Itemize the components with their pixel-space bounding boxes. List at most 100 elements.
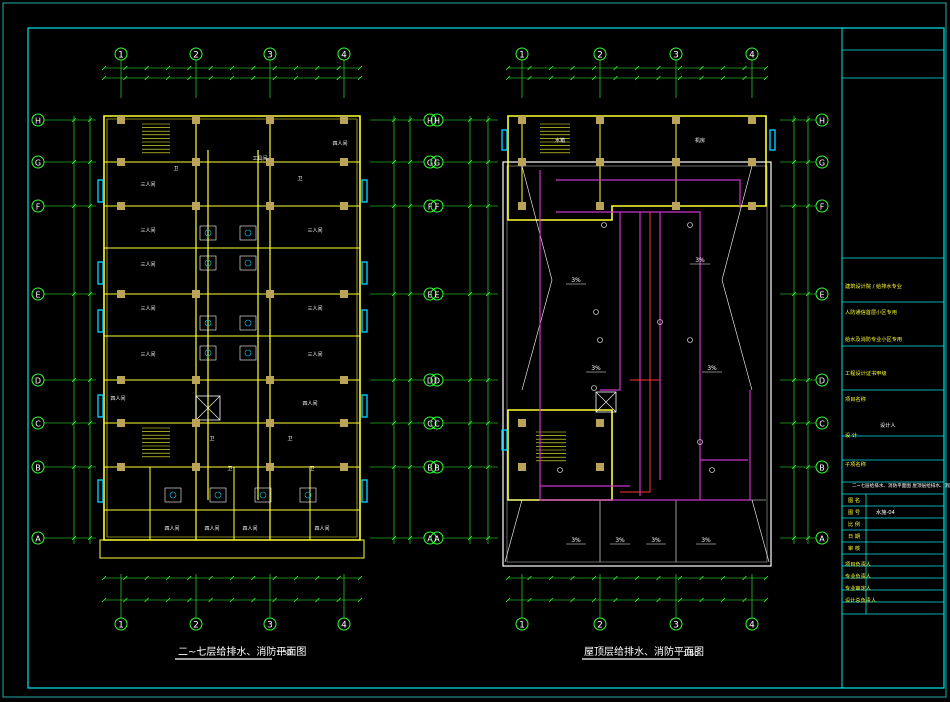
bathroom-fixture [239,225,257,241]
axis-letter: C [427,420,433,429]
window [97,479,104,503]
dimension-tick [391,117,397,123]
room-label: 四人间 [302,400,317,407]
axis-letter: B [35,464,41,473]
dimension-tick [548,575,554,581]
bathroom-fixture [199,345,217,361]
dimension-tick [591,575,597,581]
dimension-tick [71,420,77,426]
dimension-tick [467,420,473,426]
dimension-tick [357,575,363,581]
dimension-tick [144,575,149,581]
structural-column [672,202,680,210]
structural-column [192,116,200,124]
room-label: 三人间 [140,305,155,312]
structural-column [340,376,348,384]
axis-letter: F [435,203,440,212]
title-block: 建筑设计院 / 给排水专业人防通信首层小区专用给水及消防专业小区专用工程设计证书… [842,49,950,615]
dimension-tick [391,291,397,297]
pipe-riser [687,337,693,343]
structural-column [117,376,125,384]
axis-number: 4 [749,621,755,631]
room-label: 三人间 [140,261,155,268]
dimension-tick [208,65,213,71]
dimension-tick [634,575,640,581]
dimension-tick [407,203,413,209]
structural-column [672,158,680,166]
structural-column [266,290,274,298]
dimension-tick [293,75,299,81]
bathroom-fixture [199,315,217,331]
dimension-tick [71,117,77,123]
plumbing-fixture [244,319,252,327]
dimension-tick [527,575,532,581]
dimension-tick [634,597,640,603]
structural-column [518,419,526,427]
roof-ridge-line [521,165,553,281]
elevator-shaft [595,391,617,413]
structural-column [340,202,348,210]
title-block-row: 项目负责人 [845,560,871,568]
dimension-tick [548,65,554,71]
room-label: 三人间 [140,227,155,234]
right-plan-scale: 1:50 [683,650,699,658]
dimension-tick [101,575,107,581]
room-label: 机房 [695,137,705,144]
structural-column [192,463,200,471]
structural-column [266,419,274,427]
dimension-tick [229,575,235,581]
dimension-tick [357,597,363,603]
water-pipe [556,179,741,208]
axis-letter: F [36,203,41,212]
bathroom-fixture [239,315,257,331]
dimension-tick [315,75,320,81]
right-plan-title: 屋顶层给排水、消防平面图 1:50 [582,645,704,660]
dimension-tick [485,464,491,470]
dimension-tick [391,203,397,209]
axis-letter: H [35,117,41,126]
dimension-tick [315,65,320,71]
dimension-tick [527,75,532,81]
axis-number: 1 [118,51,124,61]
structural-column [596,158,604,166]
structural-column [748,158,756,166]
dimension-tick [71,535,77,541]
slope-label: 3% [571,277,581,284]
dimension-tick [548,597,554,603]
pipe-riser [593,309,599,315]
dimension-tick [467,535,473,541]
axis-number: 2 [193,51,199,61]
bathroom-fixture [254,487,272,503]
axis-number: 1 [519,621,525,631]
axis-letter: F [820,203,825,212]
structural-column [117,290,125,298]
slope-label: 3% [591,365,601,372]
structural-column [266,158,274,166]
dimension-tick [251,65,256,71]
plumbing-fixture [204,349,212,357]
slope-label: 3% [571,537,581,544]
room-label: 四人间 [332,140,347,147]
dimension-tick [87,535,93,541]
dimension-tick [805,464,811,470]
dimension-tick [505,75,511,81]
structural-column [117,202,125,210]
left-plan-scale: 1:50 [276,649,292,657]
axis-letter: E [434,291,439,300]
dimension-tick [123,65,128,71]
pipe-riser [597,337,603,343]
dimension-tick [123,597,128,603]
dimension-tick [357,75,363,81]
dimension-tick [123,75,128,81]
dimension-tick [71,159,77,165]
axis-letter: E [427,291,432,300]
room-label: 三人间 [140,351,155,358]
dimension-tick [87,464,93,470]
dimension-tick [763,75,769,81]
axis-letter: B [819,464,825,473]
dimension-tick [293,65,299,71]
window [361,309,368,333]
window [97,179,104,203]
